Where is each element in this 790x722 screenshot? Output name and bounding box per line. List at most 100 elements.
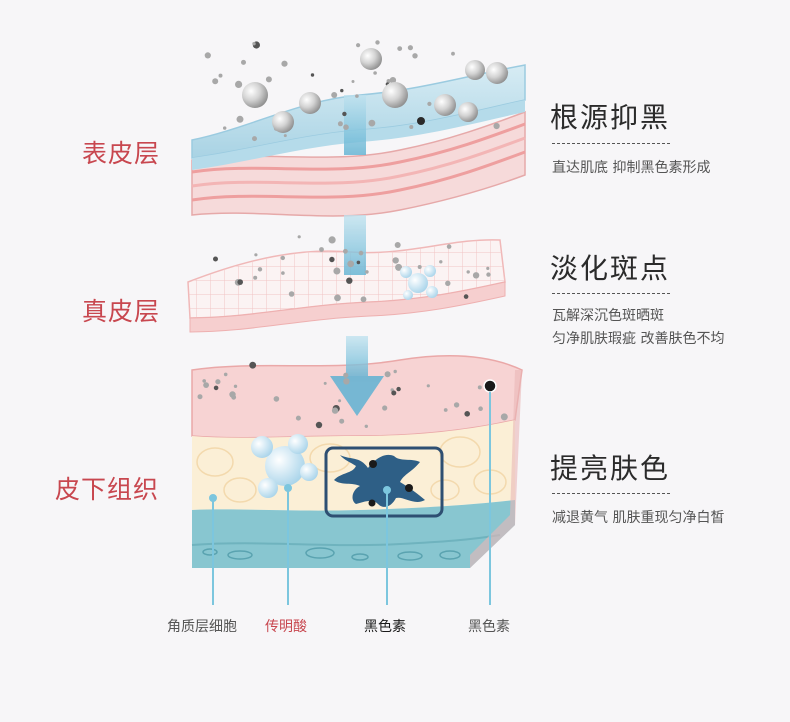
layer-label-dermis: 真皮层 — [82, 297, 161, 326]
legend-pointers — [209, 392, 491, 605]
particle — [334, 294, 341, 302]
particle — [197, 394, 203, 400]
particle — [343, 248, 348, 254]
benefit-desc-1-line-1: 直达肌底 抑制黑色素形成 — [552, 160, 711, 176]
particles — [197, 40, 509, 429]
benefit-divider-1 — [552, 143, 670, 144]
particle — [310, 73, 315, 77]
particle — [407, 45, 413, 51]
particle — [393, 369, 397, 374]
particle — [288, 291, 295, 297]
particle — [373, 71, 377, 75]
legend-label-keratinocyte: 角质层细胞 — [167, 619, 237, 635]
particle — [315, 421, 323, 429]
particle — [412, 53, 418, 59]
particle — [254, 253, 258, 257]
dermis-sheet — [187, 239, 506, 333]
particle — [280, 255, 285, 261]
particle — [439, 260, 443, 264]
particle — [329, 256, 335, 263]
benefit-divider-3 — [552, 493, 670, 494]
particle — [241, 59, 246, 65]
particle — [356, 260, 361, 265]
particle — [343, 372, 349, 378]
particle — [340, 88, 344, 93]
particle — [392, 257, 399, 264]
particle — [218, 73, 223, 78]
particle — [249, 361, 257, 369]
particle — [229, 391, 236, 398]
particle — [394, 242, 401, 248]
bubble-cluster-dermis — [400, 265, 438, 300]
particle — [386, 79, 391, 84]
particle — [382, 405, 388, 411]
particle — [337, 121, 343, 127]
particle — [365, 270, 369, 274]
particle — [445, 280, 451, 286]
particle — [389, 77, 397, 84]
particle — [215, 379, 221, 385]
particle — [464, 411, 471, 417]
particle — [343, 124, 349, 130]
particle — [297, 235, 301, 239]
melanocyte — [324, 446, 444, 518]
tranexamic-acid-spheres — [242, 48, 508, 133]
particle — [409, 125, 414, 129]
particle — [265, 76, 272, 83]
particle — [364, 424, 368, 428]
layer-label-subcutaneous: 皮下组织 — [55, 475, 160, 504]
benefit-desc-3-line-1: 减退黄气 肌肤重现匀净白皙 — [552, 510, 725, 526]
particle — [472, 272, 480, 279]
particle — [213, 256, 218, 262]
benefit-desc-2-line-2: 匀净肌肤瑕疵 改善肤色不均 — [552, 331, 725, 347]
particle — [355, 94, 359, 98]
particle — [375, 40, 380, 45]
particle — [204, 52, 211, 59]
melanin-dot-epidermis — [417, 117, 425, 125]
particle — [426, 384, 430, 388]
benefit-title-2: 淡化斑点 — [550, 252, 671, 285]
particle — [368, 119, 376, 127]
particle — [281, 271, 285, 275]
particle — [203, 382, 210, 388]
legend-label-melanin-dot: 黑色素 — [468, 619, 510, 635]
particle — [236, 115, 244, 123]
particle — [319, 247, 324, 252]
melanin-dot — [483, 379, 497, 393]
particle — [252, 42, 256, 46]
particle — [358, 250, 364, 256]
particle — [328, 236, 336, 244]
particle — [443, 408, 448, 412]
particle — [395, 263, 403, 271]
particle — [223, 372, 228, 377]
particle — [343, 378, 350, 385]
particle — [233, 384, 238, 388]
particle — [295, 415, 301, 421]
particle — [257, 267, 263, 272]
particle — [451, 51, 455, 56]
particle — [273, 396, 280, 402]
particle — [446, 244, 452, 249]
legend-label-melanin-cell: 黑色素 — [364, 619, 406, 635]
particle — [323, 381, 327, 385]
particle — [237, 279, 243, 285]
benefit-title-3: 提亮肤色 — [550, 452, 671, 485]
particle — [384, 371, 391, 378]
particle — [281, 60, 288, 67]
particle — [486, 266, 490, 270]
particle — [351, 80, 355, 83]
particle — [478, 406, 483, 412]
particle — [339, 418, 345, 424]
particle — [500, 413, 508, 421]
particle — [356, 43, 361, 48]
particle — [338, 399, 342, 403]
particle — [283, 134, 287, 138]
particle — [331, 407, 339, 414]
particle — [360, 296, 367, 303]
benefit-title-1: 根源抑黑 — [550, 101, 671, 134]
particle — [346, 277, 353, 284]
particle — [253, 275, 258, 280]
particle — [223, 126, 227, 130]
particle — [417, 265, 422, 269]
